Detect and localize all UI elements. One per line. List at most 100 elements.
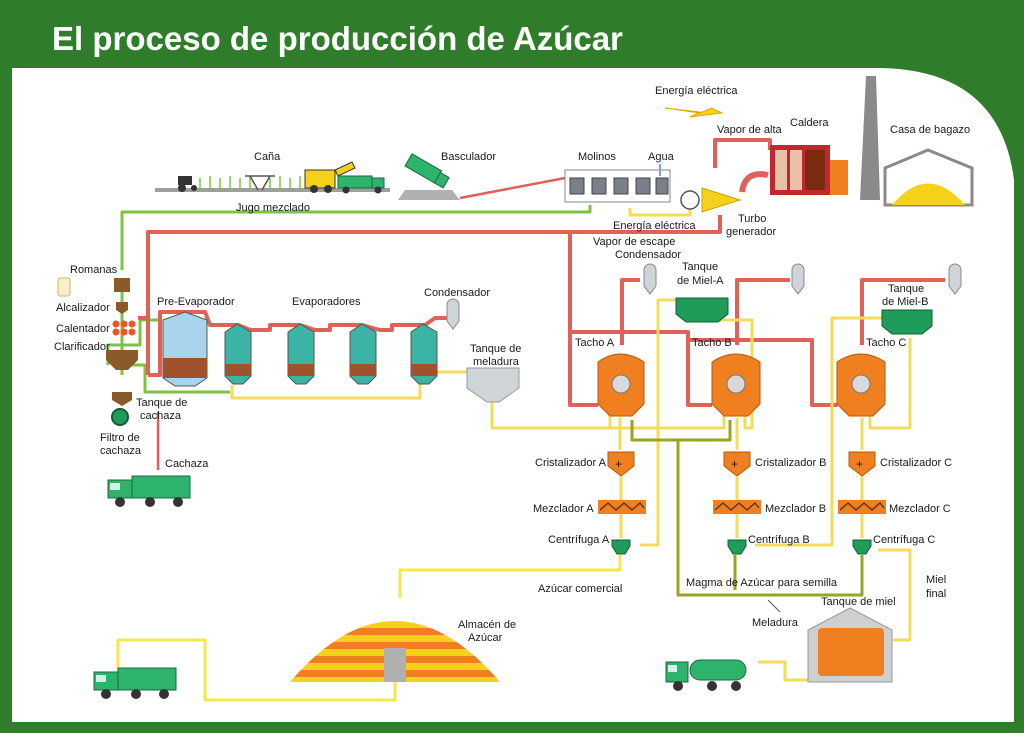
- label-alcalizador: Alcalizador: [56, 302, 110, 314]
- mezclador-a: Mezclador A: [533, 500, 646, 515]
- label-tanque-miel-a-1: Tanque: [682, 261, 718, 273]
- condenser-b-icon: [791, 263, 805, 295]
- pipes: [106, 138, 945, 702]
- label-clarificador: Clarificador: [54, 341, 110, 353]
- label-centrifuga-a: Centrífuga A: [548, 534, 610, 546]
- evaporator-1: [224, 323, 252, 385]
- tanque-miel-a: Tanque de Miel-A: [675, 261, 729, 323]
- irrigation-icon: [245, 175, 275, 191]
- sugar-to-truck: [116, 638, 397, 702]
- lightning-bolt-icon: [664, 107, 724, 118]
- label-miel-final-1: Miel: [926, 574, 946, 586]
- juice-pipe: [120, 205, 592, 270]
- label-tacho-a: Tacho A: [575, 337, 615, 349]
- calentador-icon: [112, 320, 136, 336]
- tanque-miel-b: Tanque de Miel-B: [881, 283, 933, 335]
- label-tanque-cachaza-2: cachaza: [140, 410, 182, 422]
- label-calentador: Calentador: [56, 323, 110, 335]
- label-mezclador-b: Mezclador B: [765, 503, 826, 515]
- commercial-sugar-line: [398, 555, 622, 598]
- tacho-a: Tacho A: [575, 337, 645, 417]
- tipping-truck-icon: [404, 153, 450, 189]
- label-miel-final-2: final: [926, 588, 946, 600]
- label-meladura: Meladura: [752, 617, 799, 629]
- turbine-icon: [701, 187, 742, 213]
- filtro-cachaza-icon: [111, 408, 129, 426]
- label-caldera: Caldera: [790, 117, 829, 129]
- label-jugo-mezclado: Jugo mezclado: [236, 202, 310, 214]
- label-centrifuga-c: Centrífuga C: [873, 534, 935, 546]
- harvester-icon: [304, 161, 356, 193]
- molasses-truck-icon: [665, 659, 747, 691]
- mixer-drops: [619, 476, 864, 538]
- casa-de-bagazo: Casa de bagazo: [883, 124, 974, 207]
- label-cristalizador-a: Cristalizador A: [535, 457, 607, 469]
- condensador-evap: Condensador: [424, 287, 490, 330]
- label-cachaza: Cachaza: [165, 458, 209, 470]
- tacho-c-vapor: [860, 278, 945, 345]
- chimney: [860, 76, 880, 200]
- romanas-icon: [114, 278, 130, 292]
- label-evaporadores: Evaporadores: [292, 296, 361, 308]
- label-cristalizador-c: Cristalizador C: [880, 457, 952, 469]
- label-pre-evaporador: Pre-Evaporador: [157, 296, 235, 308]
- caldera: Vapor de alta Caldera: [717, 117, 848, 195]
- label-tanque-miel-b-2: de Miel-B: [882, 296, 928, 308]
- label-tacho-b: Tacho B: [692, 337, 732, 349]
- label-condensador-top: Condensador: [615, 249, 681, 261]
- label-tanque-de-miel: Tanque de miel: [821, 596, 896, 608]
- basculador: Basculador: [398, 151, 496, 200]
- svg-text:+: +: [856, 457, 863, 471]
- cristalizador-b: + Cristalizador B: [723, 451, 827, 477]
- label-tanque-meladura-2: meladura: [473, 356, 520, 368]
- centrifuga-a: Centrífuga A: [548, 534, 631, 555]
- syrup-to-tachos: [490, 395, 612, 430]
- tanque-de-miel: Tanque de miel: [807, 596, 896, 683]
- tacho-a-vapor: [620, 278, 640, 345]
- cristalizador-c: + Cristalizador C: [848, 451, 952, 477]
- clarificador-icon: [106, 350, 138, 370]
- cachaza-truck-icon: [107, 475, 191, 507]
- label-magma: Magma de Azúcar para semilla: [686, 577, 838, 589]
- label-cristalizador-b: Cristalizador B: [755, 457, 827, 469]
- sugar-truck-icon: [93, 667, 177, 699]
- lime-bag-icon: [57, 277, 71, 297]
- steam-to-tacho-b: [570, 330, 712, 407]
- steam-to-turbine: [739, 171, 769, 193]
- steam-to-tacho-c: [688, 338, 837, 407]
- label-condensador: Condensador: [424, 287, 490, 299]
- evaporators: Evaporadores: [224, 296, 438, 385]
- miel-b-loop: [755, 316, 882, 547]
- evaporator-2: [287, 323, 315, 385]
- tractor-icon: [178, 176, 197, 192]
- almacen-de-azucar: Almacén de Azúcar: [290, 619, 516, 682]
- label-almacen-2: Azúcar: [468, 632, 503, 644]
- miel-final-line: [878, 548, 912, 642]
- cristalizador-a: + Cristalizador A: [535, 451, 635, 477]
- label-almacen-1: Almacén de: [458, 619, 516, 631]
- tanque-meladura: Tanque de meladura: [466, 343, 521, 403]
- magma-line: [630, 420, 864, 597]
- centrifuga-c: Centrífuga C: [852, 534, 935, 555]
- meladura-arrow: [767, 599, 781, 613]
- exhaust-to-tachos: [568, 232, 598, 407]
- label-energia-electrica: Energía eléctrica: [613, 220, 696, 232]
- label-tanque-miel-a-2: de Miel-A: [677, 275, 724, 287]
- pre-evaporator: Pre-Evaporador: [157, 296, 235, 387]
- label-cana: Caña: [254, 151, 281, 163]
- label-molinos: Molinos: [578, 151, 616, 163]
- label-tanque-miel-b-1: Tanque: [888, 283, 924, 295]
- tacho-b-vapor: [735, 278, 790, 345]
- clarification: Romanas Alcalizador Calentador Clarifica…: [54, 264, 209, 470]
- label-turbo-2: generador: [726, 226, 776, 238]
- cane-conveyor: [459, 176, 566, 200]
- generator-icon: [680, 190, 700, 210]
- svg-text:+: +: [731, 457, 738, 471]
- mezclador-c: Mezclador C: [838, 500, 951, 515]
- mezclador-b: Mezclador B: [713, 500, 826, 515]
- label-centrifuga-b: Centrífuga B: [748, 534, 810, 546]
- miel-b-to-tacho-c: [868, 338, 912, 430]
- label-tacho-c: Tacho C: [866, 337, 906, 349]
- svg-text:+: +: [615, 457, 622, 471]
